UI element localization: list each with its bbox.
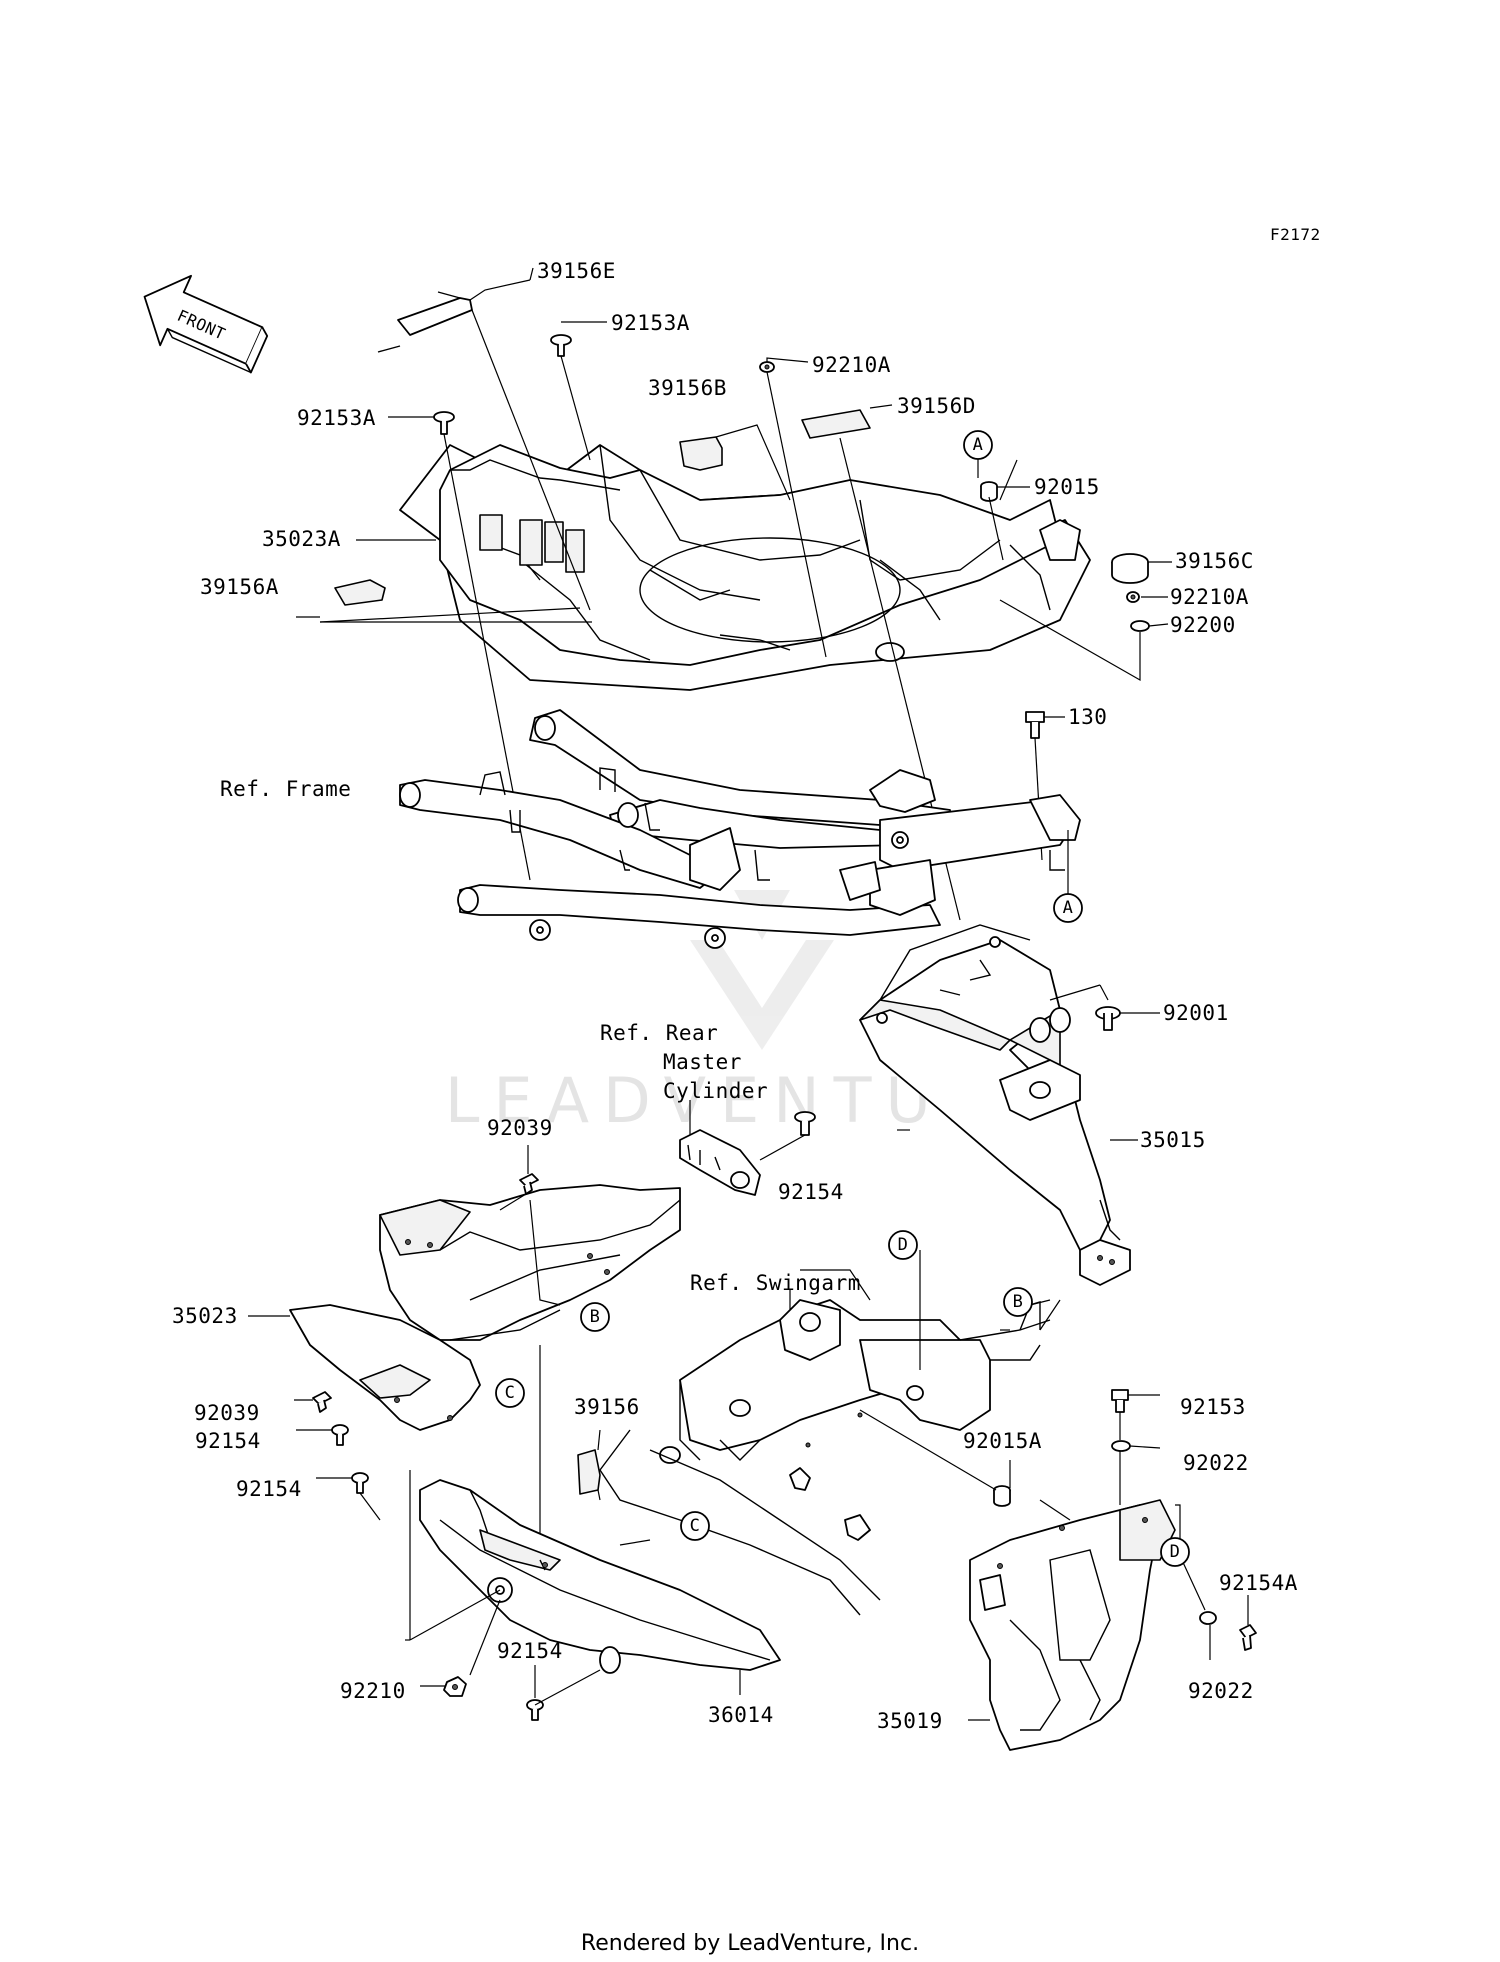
- callout-c-left: C: [495, 1378, 525, 1408]
- leaders-swingarm: [619, 1129, 1011, 1546]
- label-92153A-left: 92153A: [297, 406, 376, 430]
- part-130-bolt: [1025, 711, 1045, 739]
- label-92200: 92200: [1170, 613, 1236, 637]
- part-39156D-pad: [801, 409, 871, 439]
- svg-text:B: B: [590, 1307, 601, 1327]
- label-92210A-right: 92210A: [1170, 585, 1249, 609]
- label-39156B: 39156B: [648, 376, 727, 400]
- label-39156A: 39156A: [200, 575, 279, 599]
- part-92153A-screw-left: [433, 411, 455, 435]
- label-35023A: 35023A: [262, 527, 341, 551]
- label-92154-bottom: 92154: [497, 1639, 563, 1663]
- label-92153A-top: 92153A: [611, 311, 690, 335]
- part-92039-clip-top: [519, 1173, 539, 1195]
- svg-text:C: C: [505, 1383, 516, 1403]
- part-92001-bolt: [1095, 1006, 1121, 1031]
- svg-text:B: B: [1013, 1292, 1024, 1312]
- part-92022-washer-bottom: [1199, 1611, 1217, 1625]
- part-92153A-screw-top: [550, 334, 572, 357]
- callout-d-top: D: [888, 1230, 918, 1260]
- label-92210: 92210: [340, 1679, 406, 1703]
- label-ref-rear-line3: Cylinder: [663, 1079, 768, 1103]
- part-92154-screw-b: [351, 1472, 369, 1494]
- label-92154A: 92154A: [1219, 1571, 1298, 1595]
- part-39156B-pad: [679, 436, 723, 471]
- label-92154-a: 92154: [195, 1429, 261, 1453]
- callout-a-top: A: [963, 430, 993, 460]
- rear-master-cylinder-reference: [679, 1100, 816, 1196]
- svg-text:C: C: [690, 1516, 701, 1536]
- label-35015: 35015: [1140, 1128, 1206, 1152]
- callout-c-right: C: [680, 1511, 710, 1541]
- callout-d-right: D: [1160, 1537, 1190, 1567]
- part-92154-screw-bottom: [526, 1699, 544, 1721]
- label-130: 130: [1068, 705, 1107, 729]
- figure-code: F2172: [1270, 225, 1321, 244]
- label-92210A-top: 92210A: [812, 353, 891, 377]
- leaders-fender: [1049, 984, 1160, 1141]
- label-36014: 36014: [708, 1703, 774, 1727]
- label-39156E: 39156E: [537, 259, 616, 283]
- label-92001: 92001: [1163, 1001, 1229, 1025]
- svg-text:D: D: [898, 1235, 909, 1255]
- part-35019-mud-guard: [969, 1499, 1176, 1751]
- part-92210A-nut-right: [1126, 591, 1140, 603]
- svg-text:A: A: [973, 435, 984, 455]
- part-39156E-pad: [377, 297, 473, 353]
- part-35015-rear-fender: [859, 924, 1131, 1286]
- part-92039-clip-low: [312, 1391, 332, 1413]
- part-39156C-spacer: [1111, 553, 1149, 584]
- leaders-lower-left: [248, 1145, 561, 1640]
- label-92015A: 92015A: [963, 1429, 1042, 1453]
- label-92154-mid: 92154: [778, 1180, 844, 1204]
- label-92022-bottom: 92022: [1188, 1679, 1254, 1703]
- svg-text:D: D: [1170, 1542, 1181, 1562]
- part-36014-chain-cover: [419, 1479, 781, 1674]
- label-92039-low: 92039: [194, 1401, 260, 1425]
- part-92153-bolt: [1111, 1389, 1129, 1413]
- label-92015: 92015: [1034, 475, 1100, 499]
- callout-a-frame: A: [1053, 893, 1083, 923]
- label-92154-b: 92154: [236, 1477, 302, 1501]
- label-ref-swingarm: Ref. Swingarm: [690, 1271, 861, 1295]
- part-92015-bushing: [980, 481, 998, 502]
- label-92153: 92153: [1180, 1395, 1246, 1419]
- label-35023: 35023: [172, 1304, 238, 1328]
- svg-text:A: A: [1063, 898, 1074, 918]
- part-92154A-screw: [1239, 1624, 1257, 1651]
- part-92210A-nut-top: [759, 361, 775, 373]
- label-39156: 39156: [574, 1395, 640, 1419]
- part-39156-pad: [577, 1449, 601, 1495]
- label-35019: 35019: [877, 1709, 943, 1733]
- part-92022-washer-top: [1111, 1440, 1131, 1452]
- label-39156C: 39156C: [1175, 549, 1254, 573]
- label-92039-top: 92039: [487, 1116, 553, 1140]
- swingarm-reference: [599, 1269, 1061, 1616]
- label-39156D: 39156D: [897, 394, 976, 418]
- callout-b-left: B: [580, 1302, 610, 1332]
- part-35023-inner-fender: [289, 1184, 681, 1431]
- front-arrow-icon: FRONT: [143, 274, 269, 374]
- part-92015A-bushing: [993, 1485, 1011, 1507]
- footer-credit: Rendered by LeadVenture, Inc.: [581, 1931, 919, 1956]
- part-92154-screw-a: [331, 1424, 349, 1446]
- callout-b-right: B: [1003, 1287, 1033, 1317]
- frame-reference: [399, 709, 1081, 949]
- part-92200-washer: [1130, 620, 1150, 632]
- label-ref-frame: Ref. Frame: [220, 777, 351, 801]
- leaders-chain-cover: [405, 1429, 741, 1706]
- label-ref-rear-line1: Ref. Rear: [600, 1021, 718, 1045]
- part-35023A-tray: [399, 444, 1091, 691]
- label-92022-top: 92022: [1183, 1451, 1249, 1475]
- label-ref-rear-line2: Master: [663, 1050, 742, 1074]
- part-92210-nut: [443, 1676, 467, 1697]
- part-39156A-pad: [334, 579, 386, 606]
